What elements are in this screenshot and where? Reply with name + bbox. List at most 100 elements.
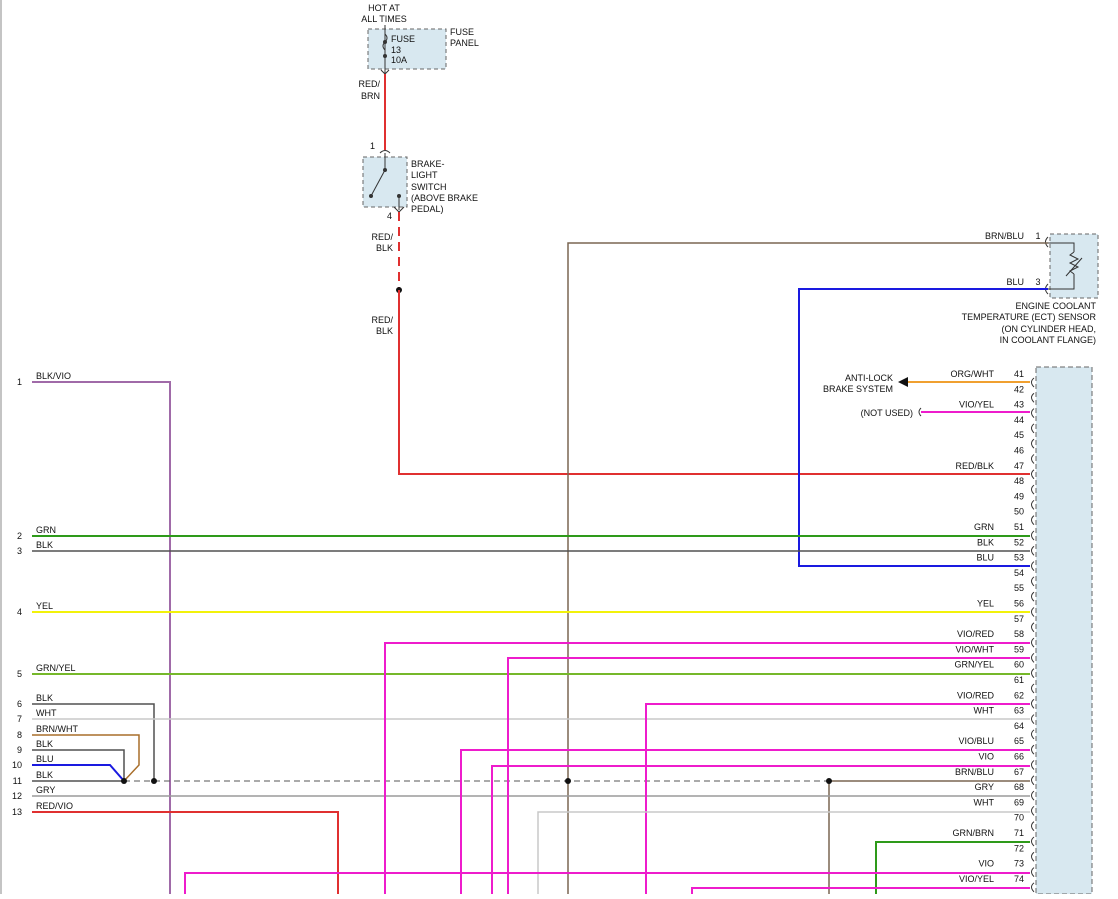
wire-blk-pin9 — [32, 749, 125, 781]
right-pin-number: 45 — [1014, 430, 1024, 440]
right-pin-number: 47 — [1014, 461, 1024, 471]
right-wire-label: VIO — [978, 859, 994, 869]
pcm-terminal-icon — [1031, 622, 1035, 633]
left-pin-number: 12 — [12, 791, 22, 801]
right-pin-number: 46 — [1014, 446, 1024, 456]
pcm-terminal-icon — [1031, 515, 1035, 526]
wire-red-blk-b-line1: RED/ — [371, 315, 393, 325]
fuse-panel-label-line2: PANEL — [450, 38, 479, 48]
right-wire-label: GRN — [974, 522, 994, 532]
pcm-terminal-icon — [1031, 698, 1035, 709]
ect-sensor: BRN/BLU 1 BLU 3 ENGINE COOLANT TEMPERATU… — [962, 231, 1099, 345]
left-wire-label: WHT — [36, 708, 57, 718]
switch-label-line2: LIGHT — [411, 170, 438, 180]
right-pin-number: 74 — [1014, 874, 1024, 884]
right-pin-number: 69 — [1014, 797, 1024, 807]
pcm-terminal-icon — [1031, 408, 1035, 418]
wire-vio-wht-59 — [507, 657, 1030, 894]
right-pin-number: 50 — [1014, 507, 1024, 517]
pcm-terminal-icon — [1031, 867, 1035, 877]
pcm-connector-terminals — [1031, 377, 1035, 893]
right-pin-number: 44 — [1014, 415, 1024, 425]
right-wire-label: BRN/BLU — [955, 767, 994, 777]
left-wire-label: GRN — [36, 525, 56, 535]
right-wire-label: VIO — [978, 752, 994, 762]
right-pin-number: 60 — [1014, 660, 1024, 670]
pcm-terminal-icon — [1031, 561, 1035, 571]
stub-end-icon — [918, 407, 922, 417]
left-pin-number: 6 — [17, 699, 22, 709]
left-pin-number: 10 — [12, 760, 22, 770]
right-pin-number: 52 — [1014, 537, 1024, 547]
ect-pin-top: 1 — [1035, 231, 1040, 241]
right-pin-number: 65 — [1014, 736, 1024, 746]
left-pin-number: 11 — [13, 776, 22, 786]
wire-vio-66 — [491, 765, 1030, 894]
left-pin-number: 2 — [17, 531, 22, 541]
pcm-terminal-icon — [1031, 607, 1035, 617]
pcm-terminal-icon — [1031, 530, 1035, 541]
switch-pin-bottom: 4 — [387, 211, 392, 221]
right-wire-label: BLK — [977, 537, 994, 547]
switch-label-line4: (ABOVE BRAKE — [411, 193, 478, 203]
right-wire-label: VIO/YEL — [959, 874, 994, 884]
left-pin-number: 13 — [12, 807, 22, 817]
left-wire-label: BLK — [36, 693, 53, 703]
pcm-terminal-icon — [1031, 637, 1035, 648]
pcm-terminal-icon — [1031, 714, 1035, 724]
right-pin-number: 66 — [1014, 752, 1024, 762]
wire-blu-ect — [798, 288, 1048, 567]
switch-contact-b — [369, 194, 373, 198]
right-pin-number: 71 — [1014, 828, 1024, 838]
switch-arm — [370, 169, 386, 197]
hot-label-line2: ALL TIMES — [361, 14, 407, 24]
wire-red-blk-a-line1: RED/ — [371, 232, 393, 242]
brake-light-switch: 1 4 BRAKE- LIGHT SWITCH (ABOVE BRAKE PED… — [362, 141, 478, 221]
wire-vio-73 — [184, 872, 1030, 894]
right-pin-number: 59 — [1014, 644, 1024, 654]
left-wire-label: GRN/YEL — [36, 663, 76, 673]
left-wire-label: BLK — [36, 739, 53, 749]
pcm-connector-body — [1035, 366, 1093, 895]
abs-label-line1: ANTI-LOCK — [845, 373, 893, 383]
switch-pin-top: 1 — [370, 141, 375, 151]
left-wire-label: GRY — [36, 785, 55, 795]
abs-label-line2: BRAKE SYSTEM — [823, 384, 893, 394]
pcm-terminal-icon — [1031, 484, 1035, 495]
splice-brn-blu — [565, 778, 571, 784]
left-wire-label: BLU — [36, 754, 54, 764]
right-pin-number: 72 — [1014, 843, 1024, 853]
pcm-terminal-icon — [1031, 821, 1035, 832]
right-pin-number: 41 — [1014, 369, 1024, 379]
left-wire-label: BLK/VIO — [36, 371, 71, 381]
pcm-terminal-icon — [1031, 423, 1035, 434]
wire-vio-blu-65 — [460, 749, 1030, 894]
fuse-panel: HOT AT ALL TIMES FUSE 13 10A FUSE PANEL — [361, 3, 479, 75]
switch-label-line1: BRAKE- — [411, 159, 445, 169]
left-wire-label: RED/VIO — [36, 801, 73, 811]
wire-brn-blu-ect — [567, 242, 1048, 894]
left-pin-number: 8 — [17, 730, 22, 740]
wire-blu-pin10 — [32, 764, 125, 782]
pcm-terminal-icon — [1031, 377, 1035, 388]
switch-label-line5: PEDAL) — [411, 204, 444, 214]
pcm-terminal-icon — [1031, 545, 1035, 556]
wire-blk-pin6 — [32, 703, 155, 781]
right-wire-label: VIO/BLU — [958, 736, 994, 746]
right-wire-label: WHT — [974, 797, 995, 807]
ect-label-line3: (ON CYLINDER HEAD, — [1001, 324, 1096, 334]
ect-wire-top-label: BRN/BLU — [985, 231, 1024, 241]
right-pin-number: 58 — [1014, 629, 1024, 639]
fuse-rating: 10A — [391, 55, 407, 65]
wire-brn-wht — [32, 734, 140, 782]
ect-lead-top — [1048, 242, 1075, 252]
right-pin-number: 63 — [1014, 706, 1024, 716]
not-used-label: (NOT USED) — [861, 408, 913, 418]
pcm-terminal-icon — [1031, 668, 1035, 679]
hot-label-line1: HOT AT — [368, 3, 400, 13]
right-wire-label: VIO/RED — [957, 690, 995, 700]
left-pin-number: 9 — [17, 745, 22, 755]
right-wire-label: GRN/BRN — [952, 828, 994, 838]
right-pin-number: 64 — [1014, 721, 1024, 731]
pcm-terminal-icon — [1031, 729, 1035, 740]
